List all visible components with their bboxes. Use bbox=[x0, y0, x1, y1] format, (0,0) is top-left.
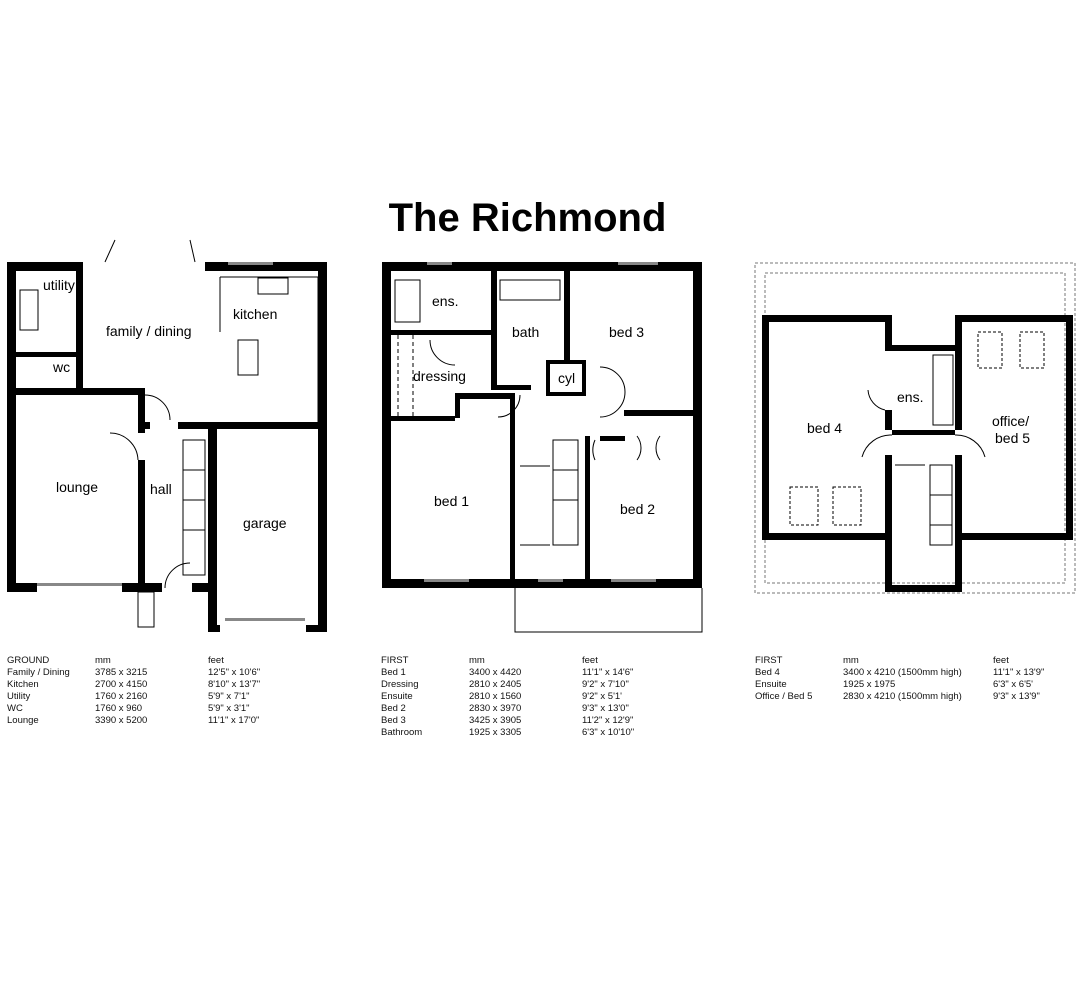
room-name: Bed 4 bbox=[755, 667, 780, 678]
room-feet: 9'2" x 7'10" bbox=[582, 679, 629, 690]
header-mm: mm bbox=[469, 655, 485, 666]
room-mm: 2810 x 1560 bbox=[469, 691, 522, 702]
header-feet: feet bbox=[582, 655, 598, 666]
header-floor: GROUND bbox=[7, 655, 50, 666]
room-name: Ensuite bbox=[755, 679, 787, 690]
room-mm: 3400 x 4420 bbox=[469, 667, 522, 678]
ground-floor-dimensions-table: GROUND mm feet Family / Dining 3785 x 3215 1… bbox=[7, 655, 328, 727]
table-row: Utility 1760 x 2160 5'9" x 7'1" bbox=[7, 691, 328, 703]
table-row: Bed 1 3400 x 4420 11'1" x 14'6" bbox=[381, 667, 702, 679]
header-feet: feet bbox=[208, 655, 224, 666]
room-mm: 2700 x 4150 bbox=[95, 679, 148, 690]
table-header: FIRST mm feet bbox=[381, 655, 702, 667]
room-mm: 2830 x 4210 (1500mm high) bbox=[843, 691, 962, 702]
room-feet: 8'10" x 13'7" bbox=[208, 679, 261, 690]
room-name: Family / Dining bbox=[7, 667, 70, 678]
room-name: Dressing bbox=[381, 679, 419, 690]
room-name: Utility bbox=[7, 691, 31, 702]
table-row: Family / Dining 3785 x 3215 12'5" x 10'6" bbox=[7, 667, 328, 679]
table-header: FIRST mm feet bbox=[755, 655, 1080, 667]
table-row: Bed 4 3400 x 4210 (1500mm high) 11'1" x 13… bbox=[755, 667, 1080, 679]
room-mm: 2830 x 3970 bbox=[469, 703, 522, 714]
room-label-bed-4: bed 4 bbox=[807, 420, 842, 436]
second-floor-plan bbox=[754, 262, 1076, 594]
room-mm: 2810 x 2405 bbox=[469, 679, 522, 690]
header-mm: mm bbox=[95, 655, 111, 666]
room-label-family-dining: family / dining bbox=[106, 323, 192, 339]
room-label-cylinder: cyl bbox=[558, 370, 575, 386]
room-mm: 1925 x 1975 bbox=[843, 679, 896, 690]
table-row: Kitchen 2700 x 4150 8'10" x 13'7" bbox=[7, 679, 328, 691]
room-label-bed-5: bed 5 bbox=[995, 430, 1030, 446]
room-feet: 11'1" x 17'0" bbox=[208, 715, 260, 726]
room-label-lounge: lounge bbox=[56, 479, 98, 495]
room-label-ensuite: ens. bbox=[432, 293, 458, 309]
room-feet: 11'2" x 12'9" bbox=[582, 715, 634, 726]
room-mm: 3390 x 5200 bbox=[95, 715, 148, 726]
room-name: Ensuite bbox=[381, 691, 413, 702]
room-name: Office / Bed 5 bbox=[755, 691, 813, 702]
table-row: WC 1760 x 960 5'9" x 3'1" bbox=[7, 703, 328, 715]
table-row: Ensuite 1925 x 1975 6'3" x 6'5' bbox=[755, 679, 1080, 691]
room-feet: 11'1" x 13'9" bbox=[993, 667, 1045, 678]
room-name: Bathroom bbox=[381, 727, 423, 738]
room-label-bed-1: bed 1 bbox=[434, 493, 469, 509]
room-mm: 1760 x 960 bbox=[95, 703, 143, 714]
room-feet: 9'3" x 13'9" bbox=[993, 691, 1040, 702]
room-label-utility: utility bbox=[43, 277, 75, 293]
room-label-wc: wc bbox=[52, 359, 70, 375]
room-name: Bed 1 bbox=[381, 667, 406, 678]
table-row: Dressing 2810 x 2405 9'2" x 7'10" bbox=[381, 679, 702, 691]
header-mm: mm bbox=[843, 655, 859, 666]
table-row: Ensuite 2810 x 1560 9'2" x 5'1' bbox=[381, 691, 702, 703]
header-floor: FIRST bbox=[755, 655, 783, 666]
room-name: Bed 3 bbox=[381, 715, 406, 726]
room-label-office: office/ bbox=[992, 413, 1029, 429]
room-label-hall: hall bbox=[150, 481, 172, 497]
table-row: Lounge 3390 x 5200 11'1" x 17'0" bbox=[7, 715, 328, 727]
room-feet: 6'3" x 6'5' bbox=[993, 679, 1033, 690]
room-mm: 3400 x 4210 (1500mm high) bbox=[843, 667, 962, 678]
table-row: Office / Bed 5 2830 x 4210 (1500mm high) 9… bbox=[755, 691, 1080, 703]
room-label-bed-3: bed 3 bbox=[609, 324, 644, 340]
room-mm: 3785 x 3215 bbox=[95, 667, 148, 678]
second-floor-dimensions-table: FIRST mm feet Bed 4 3400 x 4210 (1500mm hig… bbox=[755, 655, 1080, 703]
header-floor: FIRST bbox=[381, 655, 409, 666]
room-feet: 9'2" x 5'1' bbox=[582, 691, 622, 702]
first-floor-dimensions-table: FIRST mm feet Bed 1 3400 x 4420 11'1" x 14'6… bbox=[381, 655, 702, 739]
room-label-bath: bath bbox=[512, 324, 539, 340]
room-name: WC bbox=[7, 703, 23, 714]
table-row: Bed 3 3425 x 3905 11'2" x 12'9" bbox=[381, 715, 702, 727]
table-row: Bed 2 2830 x 3970 9'3" x 13'0" bbox=[381, 703, 702, 715]
room-feet: 6'3" x 10'10" bbox=[582, 727, 635, 738]
room-label-dressing: dressing bbox=[413, 368, 466, 384]
room-feet: 11'1" x 14'6" bbox=[582, 667, 634, 678]
ground-floor-plan bbox=[7, 239, 327, 632]
room-name: Bed 2 bbox=[381, 703, 406, 714]
page-title: The Richmond bbox=[388, 196, 667, 240]
room-label-bed-2: bed 2 bbox=[620, 501, 655, 517]
room-feet: 5'9" x 7'1" bbox=[208, 691, 250, 702]
room-mm: 1760 x 2160 bbox=[95, 691, 148, 702]
room-label-kitchen: kitchen bbox=[233, 306, 277, 322]
table-header: GROUND mm feet bbox=[7, 655, 328, 667]
room-name: Lounge bbox=[7, 715, 39, 726]
room-label-garage: garage bbox=[243, 515, 287, 531]
table-row: Bathroom 1925 x 3305 6'3" x 10'10" bbox=[381, 727, 702, 739]
room-name: Kitchen bbox=[7, 679, 39, 690]
first-floor-plan bbox=[382, 262, 703, 633]
room-feet: 9'3" x 13'0" bbox=[582, 703, 629, 714]
header-feet: feet bbox=[993, 655, 1009, 666]
room-mm: 1925 x 3305 bbox=[469, 727, 522, 738]
room-mm: 3425 x 3905 bbox=[469, 715, 522, 726]
room-feet: 5'9" x 3'1" bbox=[208, 703, 250, 714]
room-feet: 12'5" x 10'6" bbox=[208, 667, 261, 678]
room-label-ensuite-2: ens. bbox=[897, 389, 923, 405]
